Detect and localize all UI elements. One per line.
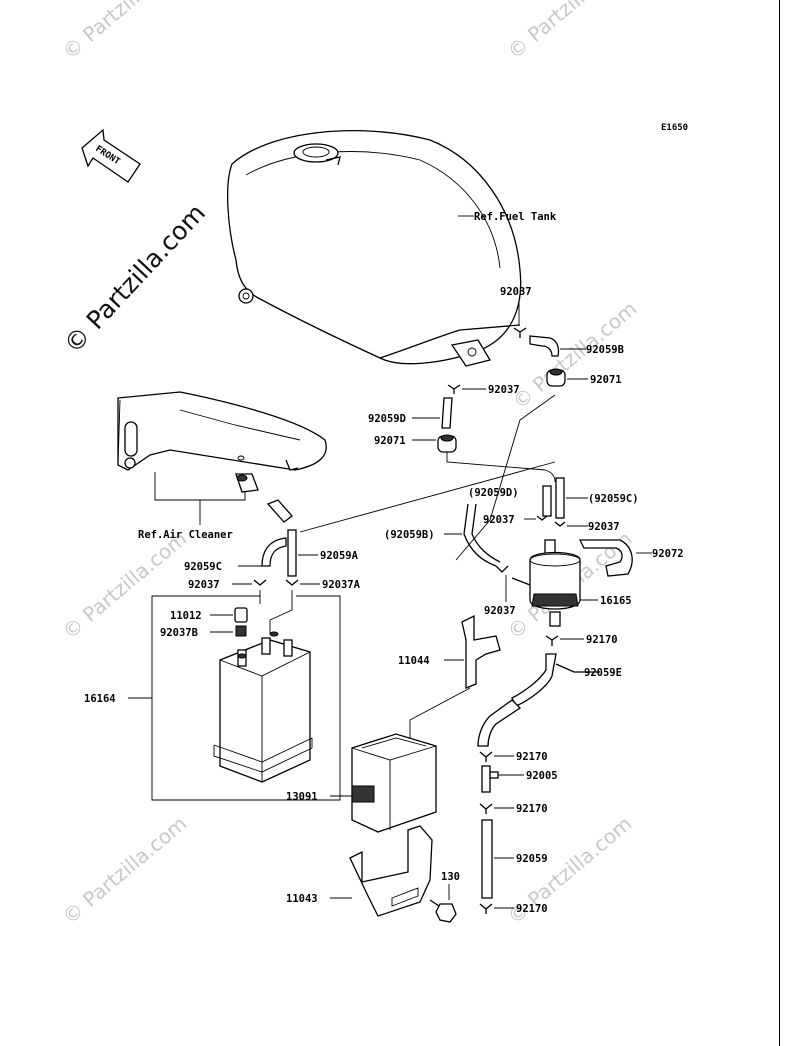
part-label-16165: 16165 bbox=[600, 595, 632, 607]
part-label-11043: 11043 bbox=[286, 893, 318, 905]
bracket-11044 bbox=[461, 614, 501, 689]
connector-line bbox=[455, 394, 556, 561]
part-label-92037A: 92037A bbox=[322, 579, 361, 591]
canister-group-box bbox=[151, 595, 341, 801]
clamp-icon bbox=[536, 515, 548, 521]
part-label-92059C-paren: (92059C) bbox=[588, 493, 639, 505]
canister-16164 bbox=[213, 631, 313, 783]
hose-92059D bbox=[441, 397, 453, 429]
part-label-92037-mid: 92037 bbox=[488, 384, 520, 396]
grommet-92071-right bbox=[546, 368, 566, 387]
part-label-92059: 92059 bbox=[516, 853, 548, 865]
clamp-92037B bbox=[235, 625, 247, 637]
part-label-92037-c: 92037 bbox=[188, 579, 220, 591]
hose-92059B-paren bbox=[463, 503, 497, 567]
hose-92059C bbox=[261, 537, 287, 567]
clamp-icon bbox=[479, 903, 493, 914]
part-label-92059B-paren: (92059B) bbox=[384, 529, 435, 541]
part-label-92170-d: 92170 bbox=[516, 903, 548, 915]
clamp-icon bbox=[513, 327, 527, 338]
connector-line bbox=[409, 687, 471, 740]
page-right-border bbox=[779, 0, 794, 1046]
hose-elbow bbox=[477, 699, 522, 747]
clamp-icon bbox=[495, 565, 509, 573]
part-label-92037B: 92037B bbox=[160, 627, 198, 639]
watermark-text: © Partzilla.com bbox=[503, 0, 637, 64]
part-label-92059D: 92059D bbox=[368, 413, 406, 425]
part-label-92059A: 92059A bbox=[320, 550, 359, 562]
bracket-11043 bbox=[349, 825, 433, 917]
hose-92059B-paren-edge bbox=[471, 503, 501, 563]
part-label-92059E: 92059E bbox=[584, 667, 622, 679]
part-label-92170-b: 92170 bbox=[516, 751, 548, 763]
hose-92059B-top bbox=[529, 335, 560, 357]
part-label-92037-a: 92037 bbox=[483, 514, 515, 526]
hose-92059D-paren bbox=[542, 485, 552, 517]
clamp-icon bbox=[253, 579, 267, 586]
clamp-icon bbox=[479, 803, 493, 814]
part-label-92059B: 92059B bbox=[586, 344, 624, 356]
watermark-logo-text: © Partzilla.com bbox=[58, 198, 211, 359]
clamp-icon bbox=[545, 635, 559, 646]
hose-92059A bbox=[287, 529, 297, 577]
watermark-text: © Partzilla.com bbox=[58, 0, 192, 64]
hose-92059 bbox=[481, 819, 493, 899]
grommet-92071-left bbox=[437, 434, 457, 453]
hose-short bbox=[266, 499, 293, 523]
ref-fuel-tank-label: Ref.Fuel Tank bbox=[474, 211, 557, 223]
part-label-92170-a: 92170 bbox=[586, 634, 618, 646]
part-label-92071-left: 92071 bbox=[374, 435, 406, 447]
connector-line bbox=[446, 452, 556, 483]
front-arrow-icon: FRONT bbox=[81, 128, 141, 183]
clamp-icon bbox=[479, 751, 493, 762]
part-label-92037-b: 92037 bbox=[588, 521, 620, 533]
part-label-92037-top: 92037 bbox=[500, 286, 532, 298]
bolt-130 bbox=[429, 899, 457, 923]
fuel-tank bbox=[226, 130, 522, 367]
joint-92005 bbox=[481, 765, 499, 793]
hose-92059E bbox=[511, 653, 557, 707]
clamp-icon bbox=[285, 579, 299, 586]
part-label-92037-d: 92037 bbox=[484, 605, 516, 617]
holder-13091 bbox=[351, 733, 437, 833]
strap-92072 bbox=[578, 539, 633, 577]
hose-92059C-paren bbox=[555, 477, 565, 519]
part-label-92072: 92072 bbox=[652, 548, 684, 560]
part-label-92059D-paren: (92059D) bbox=[468, 487, 519, 499]
part-label-130: 130 bbox=[441, 871, 460, 883]
part-label-92005: 92005 bbox=[526, 770, 558, 782]
connector-line bbox=[259, 590, 293, 634]
ref-air-cleaner-label: Ref.Air Cleaner bbox=[138, 529, 233, 541]
clamp-icon bbox=[447, 384, 461, 394]
part-label-92170-c: 92170 bbox=[516, 803, 548, 815]
clamp-icon bbox=[554, 521, 566, 527]
leader-air-cleaner bbox=[154, 472, 246, 501]
diagram-code: E1650 bbox=[661, 123, 688, 133]
front-label: FRONT bbox=[93, 144, 122, 167]
leader bbox=[555, 663, 600, 673]
watermark-text: © Partzilla.com bbox=[58, 811, 192, 929]
air-cleaner bbox=[117, 391, 327, 493]
cap-11012 bbox=[234, 607, 248, 623]
part-label-13091: 13091 bbox=[286, 791, 318, 803]
part-label-16164: 16164 bbox=[84, 693, 116, 705]
part-label-92071-right: 92071 bbox=[590, 374, 622, 386]
part-label-11012: 11012 bbox=[170, 610, 202, 622]
part-label-11044: 11044 bbox=[398, 655, 430, 667]
connector-line bbox=[299, 461, 556, 533]
part-label-92059C: 92059C bbox=[184, 561, 222, 573]
